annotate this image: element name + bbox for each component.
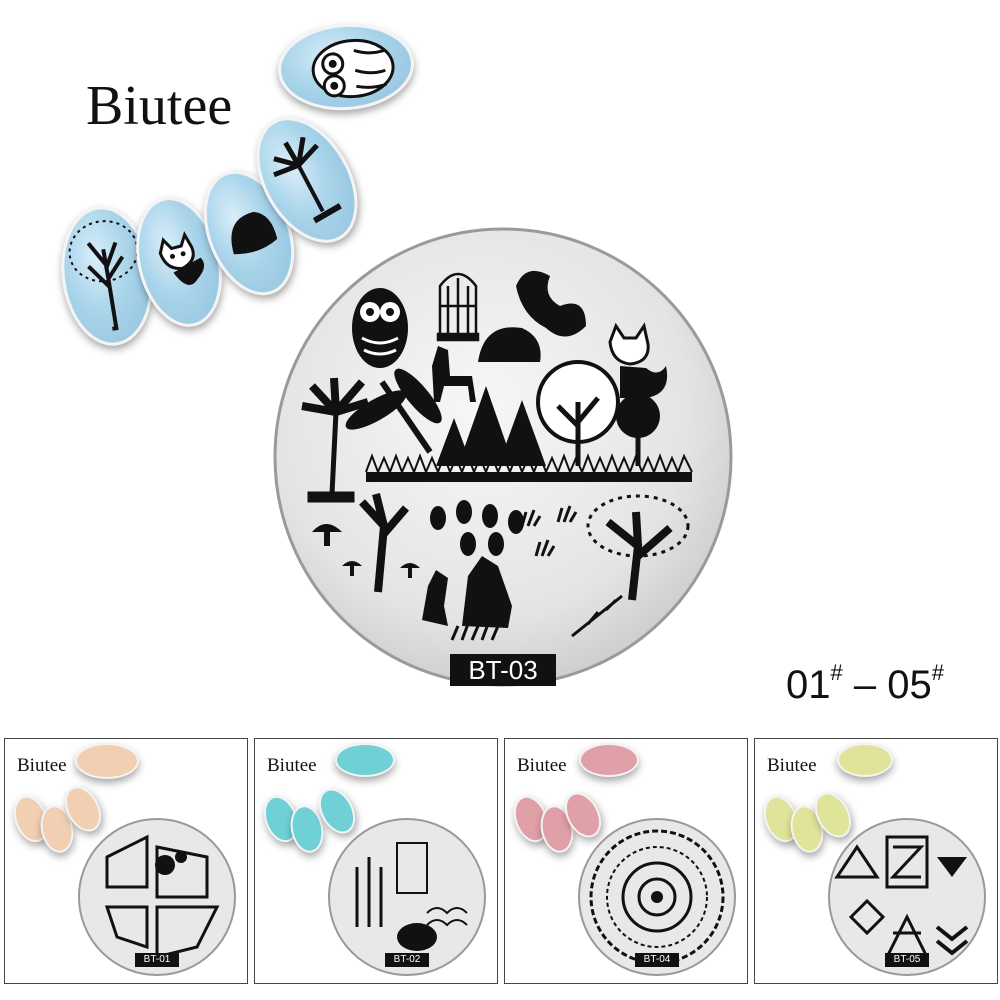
panel-nail (837, 743, 893, 777)
range-start: 01 (786, 663, 831, 707)
bare-tree-design (359, 493, 410, 593)
panel-nail (75, 743, 139, 779)
panel-bt-05: Biutee BT-05 (754, 738, 998, 984)
grass-clumps-design (450, 505, 578, 641)
mini-plate: BT-01 (77, 817, 237, 977)
panel-brand: Biutee (517, 755, 567, 776)
mini-plate-label: BT-04 (635, 953, 679, 967)
fox-icon (158, 231, 205, 285)
characters-design (422, 556, 512, 628)
nail-owl (275, 19, 417, 115)
plate-label: BT-03 (450, 654, 556, 686)
panel-nail (335, 743, 395, 777)
panel-brand: Biutee (767, 755, 817, 776)
nail-hedgehog (186, 157, 312, 309)
range-dash: – (842, 663, 888, 707)
nail-palm (235, 99, 379, 261)
small-trees-design (430, 500, 524, 556)
panel-bt-04: Biutee BT-04 (504, 738, 748, 984)
birdcage-design (436, 272, 480, 342)
brand-title: Biutee (86, 75, 233, 137)
oak-tree-design (586, 494, 690, 601)
stamping-plate-bt-03: BT-03 (272, 226, 734, 688)
range-end-mark: # (931, 660, 944, 685)
mini-plate-label: BT-02 (385, 953, 429, 967)
mini-plate-label: BT-05 (885, 953, 929, 967)
mushrooms-design (312, 524, 420, 578)
squirrel-design (516, 270, 586, 337)
plate-artwork (273, 227, 733, 687)
dragonfly-design (345, 368, 442, 454)
hedgehog-icon (231, 211, 278, 255)
pine-trees-design (436, 386, 546, 466)
palm-tree-icon (273, 136, 342, 224)
mini-plate: BT-05 (827, 817, 987, 977)
panel-bt-02: Biutee BT-02 (254, 738, 498, 984)
deer-design (432, 346, 476, 402)
mini-plate: BT-02 (327, 817, 487, 977)
grass-border-design (365, 453, 693, 482)
owl-icon (311, 38, 395, 99)
panel-brand: Biutee (17, 755, 67, 776)
round-tree-design (536, 360, 620, 466)
panel-brand: Biutee (267, 755, 317, 776)
mini-plate: BT-04 (577, 817, 737, 977)
hedgehog-design (478, 327, 541, 362)
range-text: 01# – 05# (786, 660, 944, 708)
panel-bt-01: Biutee BT-01 (4, 738, 248, 984)
flower-sprig-design (571, 594, 623, 638)
range-end: 05 (887, 663, 932, 707)
palm-trees-design (301, 377, 370, 503)
mini-plate-label: BT-01 (135, 953, 179, 967)
range-start-mark: # (830, 660, 843, 685)
owl-design (352, 288, 408, 368)
nail-fox (123, 188, 235, 336)
panel-nail (579, 743, 639, 777)
fox-design (608, 322, 668, 398)
